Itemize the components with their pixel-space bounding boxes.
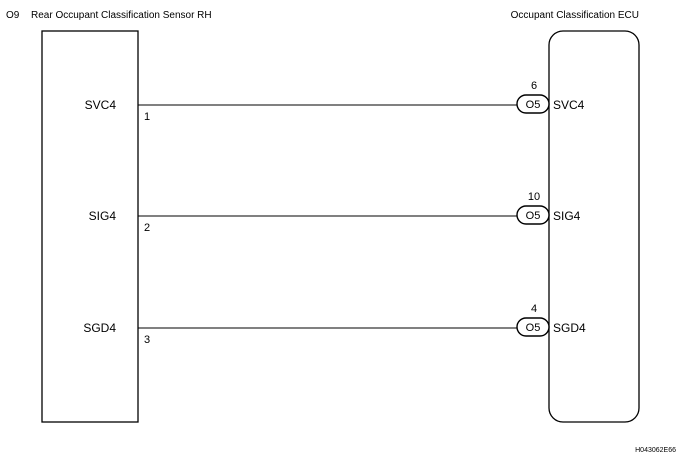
- left-pin-number: 2: [144, 222, 150, 234]
- right-pin-number: 10: [528, 191, 540, 203]
- connector-pill: [516, 94, 550, 114]
- right-signal-label: SVC4: [553, 98, 585, 112]
- left-signal-label: SVC4: [85, 98, 117, 112]
- rear-occupant-sensor-box: [41, 30, 139, 423]
- left-pin-number: 3: [144, 334, 150, 346]
- left-pin-number: 1: [144, 111, 150, 123]
- left-signal-label: SGD4: [83, 321, 116, 335]
- connector-code: O5: [526, 210, 541, 222]
- left-signal-label: SIG4: [89, 209, 117, 223]
- connector-pill: [516, 205, 550, 225]
- left-component-code: O9: [6, 10, 20, 21]
- connector-pill: [516, 317, 550, 337]
- figure-code: H043062E66: [635, 447, 676, 454]
- left-component-name: Rear Occupant Classification Sensor RH: [31, 10, 212, 21]
- connector-code: O5: [526, 99, 541, 111]
- wire-sig4: SIG4 2 10 O5 SIG4: [89, 191, 581, 234]
- occupant-classification-ecu-box: [548, 30, 640, 423]
- right-signal-label: SGD4: [553, 321, 586, 335]
- right-signal-label: SIG4: [553, 209, 581, 223]
- right-pin-number: 4: [531, 303, 537, 315]
- right-pin-number: 6: [531, 80, 537, 92]
- wire-svc4: SVC4 1 6 O5 SVC4: [85, 80, 585, 123]
- connector-code: O5: [526, 322, 541, 334]
- right-component-name: Occupant Classification ECU: [511, 10, 639, 21]
- wire-sgd4: SGD4 3 4 O5 SGD4: [83, 303, 586, 346]
